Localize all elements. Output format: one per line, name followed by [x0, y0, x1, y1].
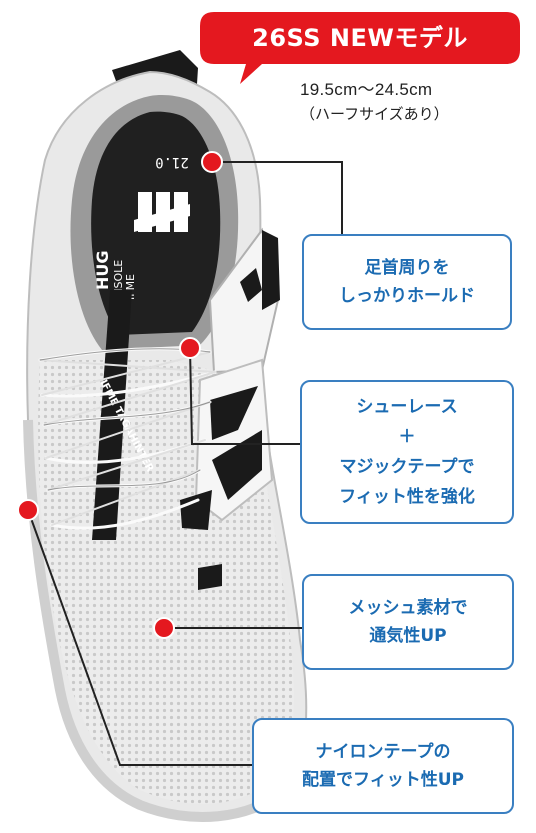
callout-ankle-hold: 足首周りを しっかりホールド	[302, 234, 512, 330]
callout-line: マジックテープで	[339, 457, 475, 477]
leader-line-1	[212, 161, 343, 258]
callout-nylon-tape: ナイロンテープの 配置でフィット性UP	[252, 718, 514, 814]
callout-line: 配置でフィット性UP	[302, 770, 464, 790]
new-model-badge: 26SS NEWモデル	[200, 10, 520, 70]
badge-text: 26SS NEWモデル	[252, 24, 468, 52]
size-note: （ハーフサイズあり）	[300, 105, 449, 123]
insole-size: 21.0	[155, 154, 189, 170]
velcro-strap	[208, 227, 280, 374]
callout-line: メッシュ素材で	[348, 598, 468, 618]
marker-tape	[17, 499, 39, 521]
callout-line: 足首周りを	[364, 258, 450, 278]
markers	[17, 151, 223, 639]
callout-lace-velcro: シューレース ＋ マジックテープで フィット性を強化	[300, 380, 514, 524]
marker-mesh	[153, 617, 175, 639]
size-info: 19.5cm～24.5cm （ハーフサイズあり）	[300, 78, 530, 126]
callout-line: シューレース	[356, 397, 458, 417]
callout-line: ＋	[398, 427, 416, 447]
callout-line: フィット性を強化	[339, 487, 475, 507]
marker-lace	[179, 337, 201, 359]
leader-line-4	[27, 509, 252, 766]
insole-logo	[134, 192, 190, 232]
badge-shape	[200, 12, 520, 84]
pull-strap	[92, 290, 132, 540]
leader-line-2	[189, 347, 300, 445]
size-range: 19.5cm～24.5cm	[300, 80, 433, 99]
callout-mesh: メッシュ素材で 通気性UP	[302, 574, 514, 670]
insole-brand: HUG	[93, 250, 112, 290]
marker-ankle	[201, 151, 223, 173]
callout-line: しっかりホールド	[339, 286, 475, 306]
callout-line: 通気性UP	[369, 626, 447, 646]
insole-brand-2: INSOLE	[112, 260, 125, 300]
leader-lines	[27, 161, 343, 766]
callout-line: ナイロンテープの	[315, 742, 451, 762]
